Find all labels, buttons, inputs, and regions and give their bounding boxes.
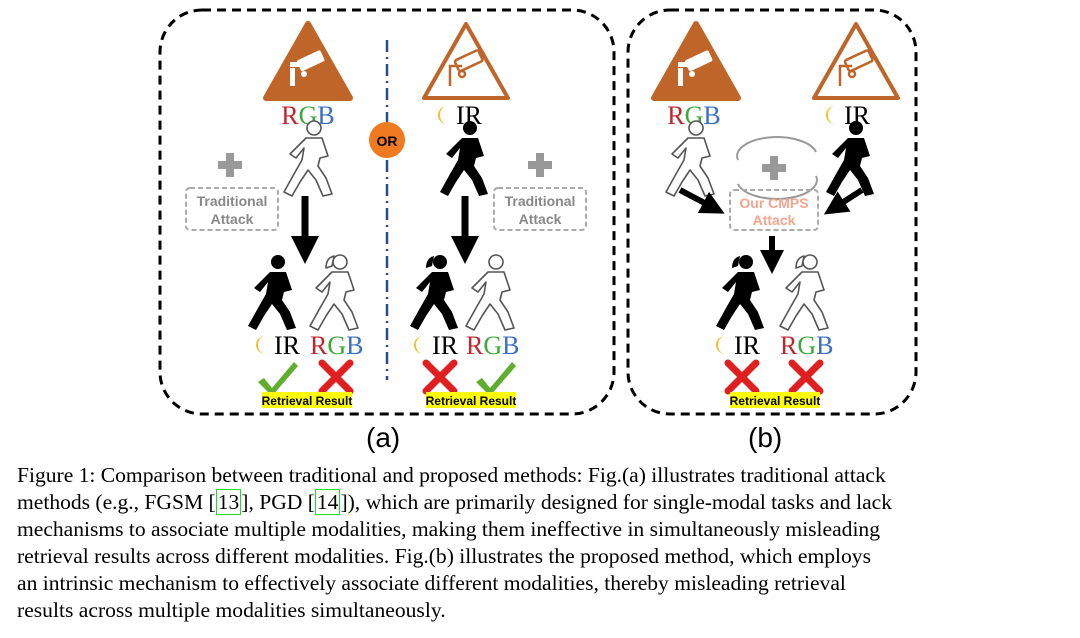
person-filled-icon: [440, 121, 488, 196]
caption-line: an intrinsic mechanism to effectively as…: [17, 571, 846, 595]
moon-icon: [414, 336, 423, 354]
check-icon: [476, 362, 516, 396]
svg-text:RGB: RGB: [780, 331, 833, 360]
svg-text:Retrieval Result: Retrieval Result: [426, 394, 517, 408]
svg-text:RGB: RGB: [466, 331, 519, 360]
figure-caption: Figure 1: Comparison between traditional…: [17, 462, 1065, 624]
plus-icon: [218, 153, 242, 177]
arrow-rgb-to-attack: [678, 187, 725, 214]
caption-line: mechanisms to associate multiple modalit…: [17, 517, 880, 541]
caption-line: retrieval results across different modal…: [17, 544, 871, 568]
camera-icon-rgb: [654, 24, 738, 98]
caption-line: methods (e.g., FGSM [13], PGD [14]), whi…: [17, 489, 893, 515]
svg-text:Retrieval Result: Retrieval Result: [262, 394, 353, 408]
cross-icon: [728, 363, 756, 391]
moon-icon: [256, 336, 265, 354]
svg-text:Attack: Attack: [519, 211, 562, 227]
woman-outline-icon: [309, 254, 359, 331]
person-outline-icon: [465, 254, 515, 331]
arrow-ir-to-attack: [823, 187, 864, 215]
camera-icon-ir: [422, 22, 510, 100]
camera-icon-ir: [812, 22, 900, 100]
person-filled-icon: [826, 121, 874, 196]
woman-filled-icon: [410, 255, 458, 330]
person-filled-icon: [248, 255, 296, 330]
cmps-attack-box: [729, 189, 819, 231]
svg-text:RGB: RGB: [310, 331, 363, 360]
retrieval-highlight-a-right: [426, 392, 516, 408]
panel-b-frame: [626, 8, 918, 416]
person-outline-icon: [665, 120, 715, 197]
plus-icon: [528, 153, 552, 177]
svg-text:IR: IR: [432, 331, 459, 360]
caption-line: Figure 1: Comparison between traditional…: [17, 463, 886, 487]
woman-filled-icon: [716, 255, 764, 330]
plus-icon: [762, 156, 786, 180]
moon-icon: [826, 106, 835, 124]
svg-text:Attack: Attack: [753, 212, 796, 228]
woman-outline-icon: [779, 254, 829, 331]
or-label: OR: [377, 133, 398, 149]
svg-text:IR: IR: [274, 331, 301, 360]
rgb-label-b: RGB: [667, 101, 720, 130]
svg-text:Retrieval Result: Retrieval Result: [730, 394, 821, 408]
person-outline-icon: [283, 120, 333, 197]
subfigure-label-b: (b): [748, 422, 783, 453]
subfigure-label-a: (a): [366, 422, 401, 453]
moon-icon: [438, 106, 447, 124]
retrieval-highlight-a-left: [262, 392, 352, 408]
figure-diagram: OR RGB Traditional Attack IR RGB Retriev…: [158, 8, 918, 416]
rgb-label-a-left: RGB: [281, 101, 334, 130]
svg-text:Traditional: Traditional: [197, 193, 268, 209]
check-icon: [258, 362, 298, 396]
cycle-arrow-bottom: [737, 175, 818, 200]
panel-a-frame: [158, 8, 616, 416]
traditional-attack-box-left: [185, 187, 279, 231]
svg-text:Traditional: Traditional: [505, 193, 576, 209]
svg-text:Attack: Attack: [211, 211, 254, 227]
traditional-attack-box-right: [493, 187, 587, 231]
camera-icon-rgb: [266, 24, 350, 98]
svg-text:IR: IR: [734, 331, 761, 360]
cycle-arrow-top: [736, 136, 817, 161]
retrieval-highlight-b: [730, 392, 820, 408]
caption-line: results across multiple modalities simul…: [17, 598, 446, 622]
cross-icon: [426, 363, 454, 391]
moon-icon: [716, 336, 725, 354]
citation-link[interactable]: 13: [215, 489, 242, 515]
cross-icon: [792, 363, 820, 391]
svg-text:Our CMPS: Our CMPS: [739, 195, 808, 211]
or-badge: [369, 122, 405, 158]
cross-icon: [322, 363, 350, 391]
citation-link[interactable]: 14: [314, 489, 341, 515]
